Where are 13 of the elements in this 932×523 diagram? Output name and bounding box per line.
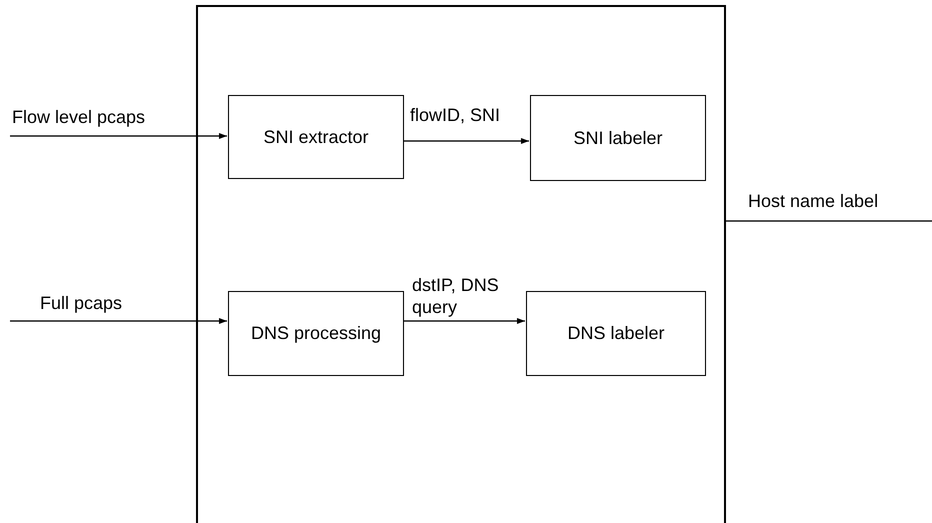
box-label: DNS processing [250, 322, 382, 345]
process-box [228, 291, 404, 376]
arrow [403, 318, 525, 324]
process-box [228, 95, 404, 179]
arrow [10, 318, 227, 324]
arrow [10, 133, 227, 139]
box-label: SNI labeler [572, 126, 664, 150]
arrow [403, 138, 529, 144]
process-box [526, 291, 706, 376]
box-label: DNS labeler [566, 322, 666, 345]
box-label: SNI extractor [262, 126, 370, 148]
container-box [196, 5, 726, 523]
process-box [530, 95, 706, 181]
